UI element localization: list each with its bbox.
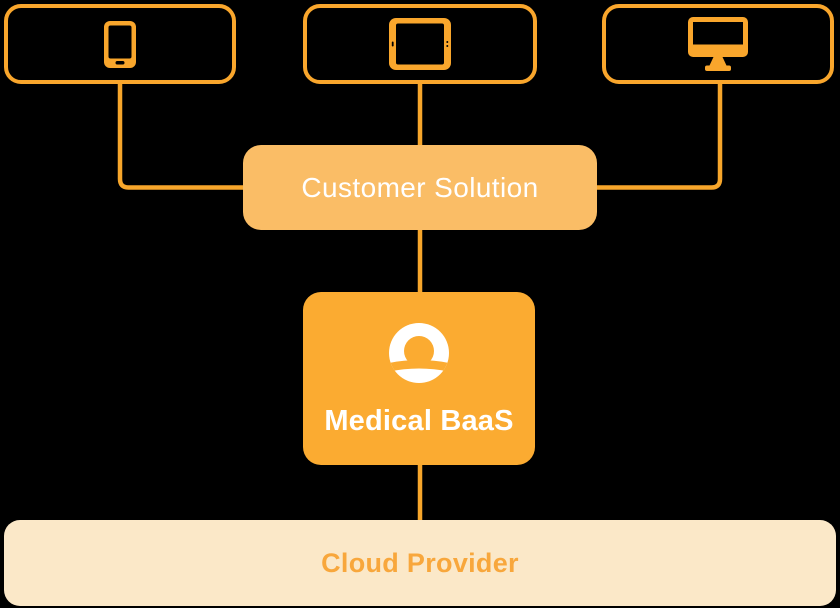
medical-baas-label: Medical BaaS [324,404,514,437]
person-circle-icon [388,322,450,389]
tablet-icon [389,18,451,70]
node-medical-baas: Medical BaaS [303,292,535,465]
desktop-monitor-icon [688,17,748,71]
node-cloud-provider: Cloud Provider [4,520,836,606]
connector-phone-to-customer [117,84,243,190]
smartphone-icon [104,20,136,68]
connector-desktop-to-customer [597,84,723,190]
customer-solution-label: Customer Solution [301,171,539,203]
device-box-desktop [602,4,834,84]
device-box-tablet [303,4,537,84]
node-customer-solution: Customer Solution [243,145,597,230]
device-box-phone [4,4,236,84]
cloud-provider-label: Cloud Provider [321,547,519,578]
